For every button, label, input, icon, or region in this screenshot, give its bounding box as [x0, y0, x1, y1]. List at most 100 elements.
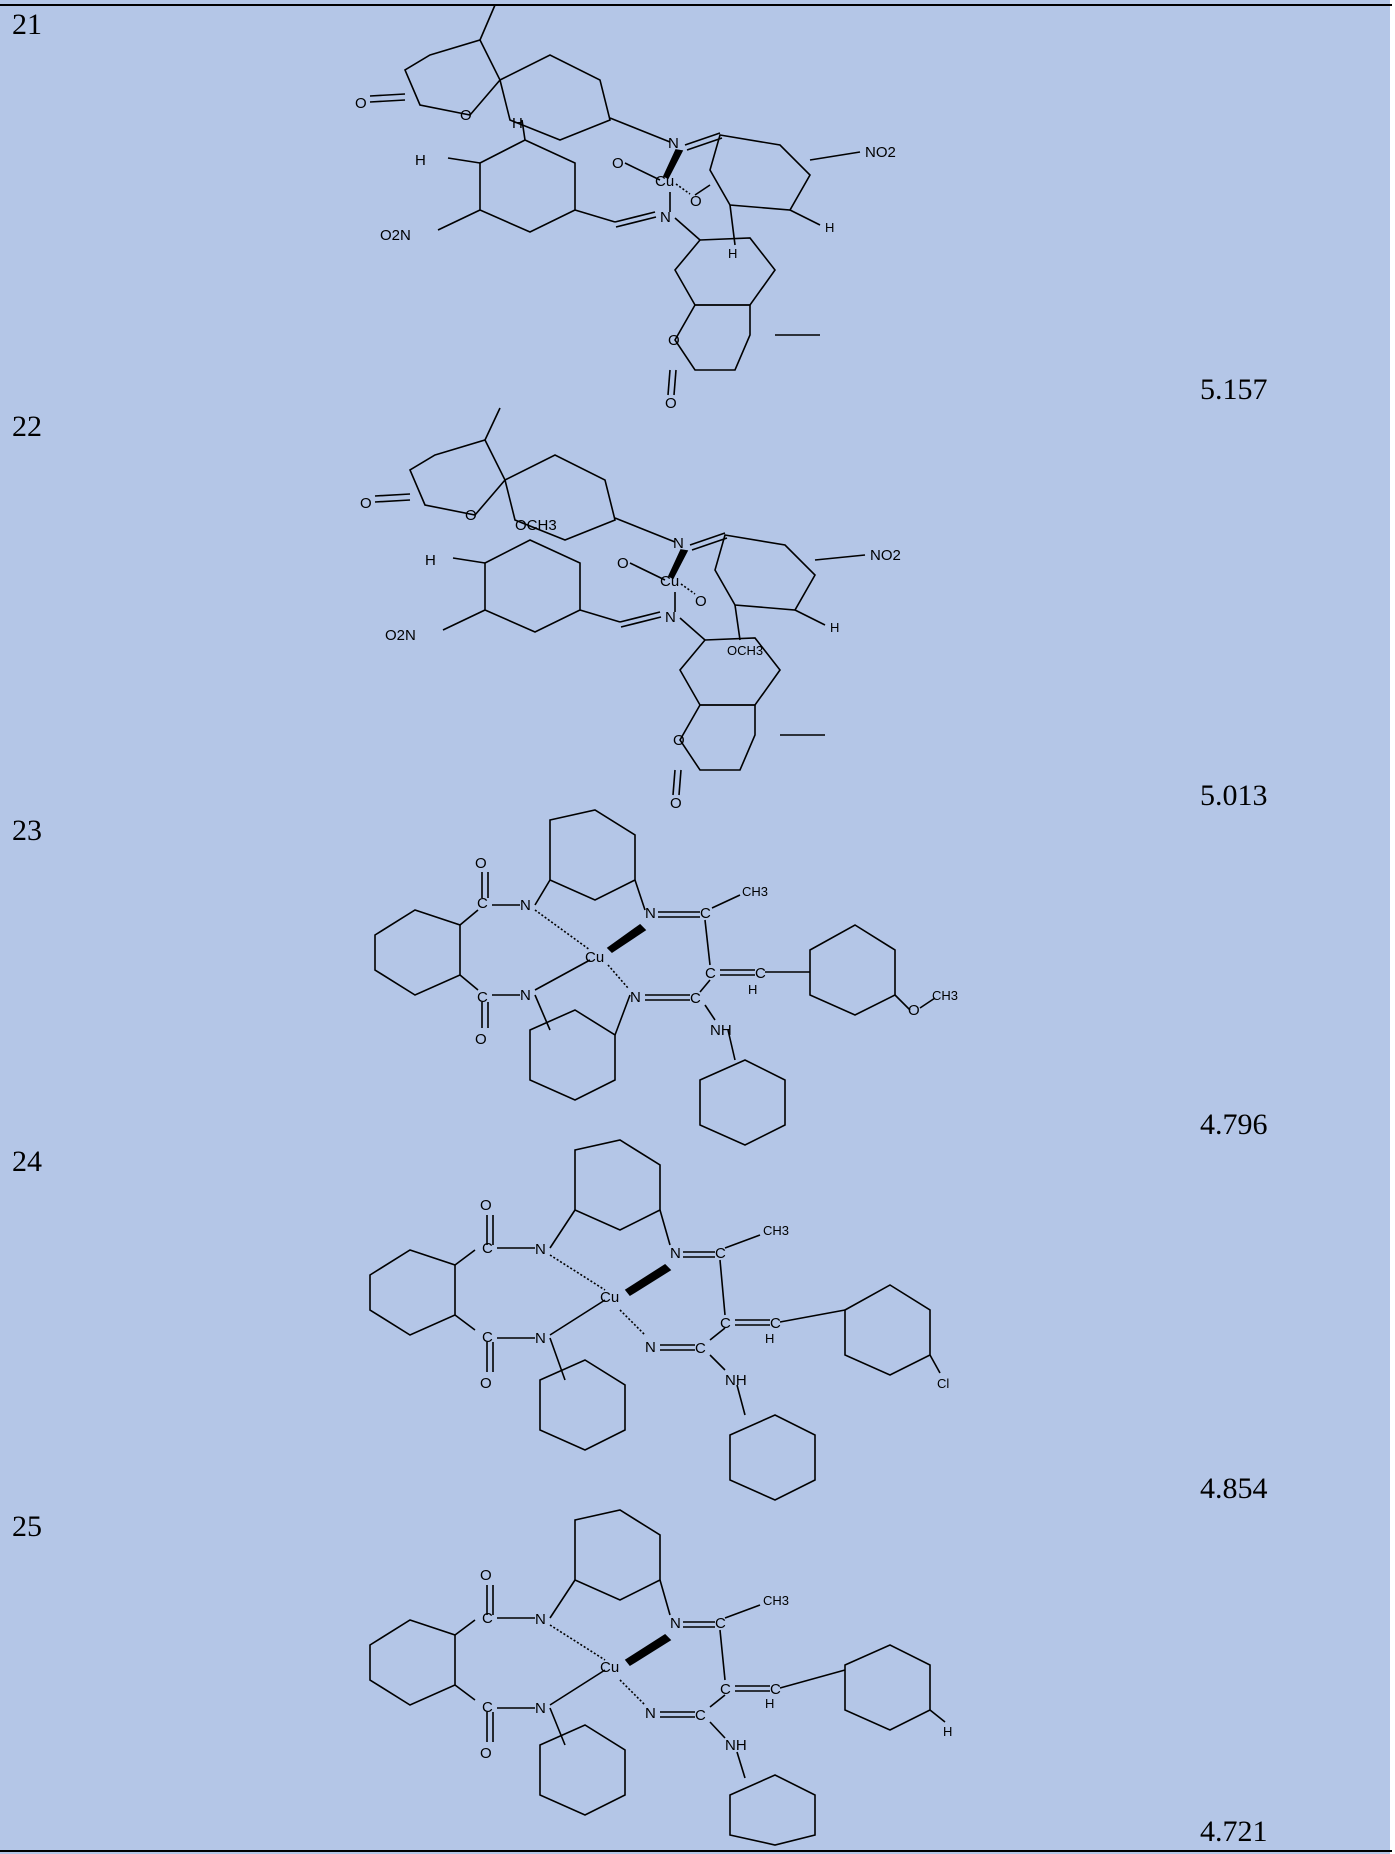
row-number-25: 25	[12, 1510, 42, 1543]
phenylene-top-ring	[549, 809, 636, 901]
label-cu: Cu	[600, 1659, 619, 1676]
phthaloyl-benzene-ring	[369, 1249, 456, 1336]
label-c-imine-bottom: C	[695, 1340, 706, 1357]
label-o-bottom: O	[480, 1375, 492, 1392]
label-nh: NH	[725, 1737, 747, 1754]
label-n-bottom-left: N	[520, 987, 531, 1004]
label-ch3: CH3	[742, 884, 768, 899]
label-och3-top: OCH3	[515, 517, 557, 534]
label-h-left: H	[425, 552, 436, 569]
label-n-top-right: N	[645, 905, 656, 922]
structure-24: O C N N C CH3 Cu C O N N C C C H NH Cl	[369, 1139, 949, 1501]
label-cl: Cl	[937, 1376, 949, 1391]
label-n-bottom-right: N	[645, 1705, 656, 1722]
label-o-carbonyl-top: O	[360, 495, 372, 512]
coumarin-top-benzene-ring	[499, 54, 611, 141]
label-o-carbonyl-bottom: O	[670, 795, 682, 810]
salicyl-left-ring	[479, 139, 576, 233]
phenylene-bottom-ring	[539, 1724, 626, 1816]
coumarin-bottom-pyranone-ring	[674, 304, 751, 371]
structure-25: O C N N C CH3 Cu C O N N C C C H NH H	[369, 1509, 952, 1846]
label-o-right: O	[695, 593, 707, 610]
label-o-top: O	[480, 1567, 492, 1584]
methyl-top-bond	[479, 4, 496, 41]
label-o-top: O	[475, 855, 487, 872]
label-h-top: H	[512, 115, 523, 132]
label-n-top-left: N	[535, 1241, 546, 1258]
phenylene-top-ring	[574, 1509, 661, 1601]
structure-21: O O H H N O Cu O N NO2 H H O2N O O	[355, 4, 896, 410]
anilino-phenyl-ring	[729, 1774, 816, 1846]
coumarin-top-pyranone-ring	[408, 439, 506, 516]
label-c-vinyl-h: C	[755, 965, 766, 982]
label-o-left: O	[612, 155, 624, 172]
label-nh: NH	[710, 1022, 732, 1039]
label-n-top-left: N	[520, 897, 531, 914]
label-o-ring-bottom: O	[668, 332, 680, 349]
label-h-vinyl: H	[748, 982, 757, 997]
anilino-phenyl-ring	[729, 1414, 816, 1501]
structure-22: O O OCH3 H N O Cu O N NO2 H OCH3 O2N O O	[360, 407, 901, 810]
coumarin-top-benzene-ring	[504, 454, 616, 541]
aryl-ring	[844, 1644, 931, 1731]
label-ch3: CH3	[763, 1593, 789, 1608]
label-h-right: H	[830, 620, 839, 635]
label-o-ring-bottom: O	[673, 732, 685, 749]
label-c-imine-bottom: C	[690, 990, 701, 1007]
label-n-top-right: N	[670, 1615, 681, 1632]
label-h-aryl: H	[943, 1724, 952, 1739]
phthaloyl-benzene-ring	[374, 909, 461, 996]
methoxyphenyl-ring	[809, 924, 896, 1016]
coumarin-bottom-benzene-ring	[674, 237, 776, 306]
label-c-imine-bottom: C	[695, 1707, 706, 1724]
table-bottom-rule	[0, 1850, 1392, 1852]
label-no2-right: NO2	[870, 547, 901, 564]
phenylene-bottom-ring	[539, 1359, 626, 1451]
label-c-bottom: C	[482, 1699, 493, 1716]
label-n-lower: N	[660, 209, 671, 226]
label-n-bottom-left: N	[535, 1700, 546, 1717]
label-o-ring-top: O	[460, 107, 472, 124]
label-nh: NH	[725, 1372, 747, 1389]
label-n-lower: N	[665, 609, 676, 626]
label-och3-bottom: OCH3	[727, 643, 763, 658]
label-n-top-right: N	[670, 1245, 681, 1262]
label-n-upper: N	[668, 135, 679, 152]
label-c-imine-top: C	[715, 1245, 726, 1262]
row-number-22: 22	[12, 410, 42, 443]
label-h-bottom-right: H	[728, 246, 737, 261]
coumarin-bottom-pyranone-ring	[679, 704, 756, 771]
aryl-n-bond-top	[609, 117, 671, 143]
label-c-vinyl: C	[705, 965, 716, 982]
label-c-top: C	[477, 895, 488, 912]
label-o2n-left: O2N	[380, 227, 411, 244]
row-number-23: 23	[12, 814, 42, 847]
label-c-bottom: C	[477, 989, 488, 1006]
chlorophenyl-ring	[844, 1284, 931, 1376]
label-c-bottom: C	[482, 1329, 493, 1346]
salicyl-right-ring	[709, 134, 811, 211]
salicyl-left-ring	[484, 539, 581, 633]
coumarin-top-pyranone-ring	[403, 39, 501, 116]
label-n-top-left: N	[535, 1611, 546, 1628]
label-o-top: O	[480, 1197, 492, 1214]
row-value-25: 4.721	[1200, 1815, 1268, 1848]
row-value-23: 4.796	[1200, 1108, 1268, 1141]
label-o-ring-top: O	[465, 507, 477, 524]
label-h-left: H	[415, 152, 426, 169]
structure-23: O C N N C CH3 Cu C O N N C C C H NH O CH…	[374, 809, 958, 1146]
label-c-top: C	[482, 1610, 493, 1627]
phenylene-top-ring	[574, 1139, 661, 1231]
label-n-bottom-left: N	[535, 1330, 546, 1347]
label-h-vinyl: H	[765, 1696, 774, 1711]
anilino-phenyl-ring	[699, 1059, 786, 1146]
label-o-carbonyl-top: O	[355, 95, 367, 112]
phenylene-bottom-ring	[529, 1009, 616, 1101]
label-ch3: CH3	[763, 1223, 789, 1238]
label-n-bottom-right: N	[645, 1339, 656, 1356]
row-number-24: 24	[12, 1145, 42, 1178]
label-c-vinyl: C	[720, 1681, 731, 1698]
table-top-rule	[0, 4, 1392, 6]
label-c-imine-top: C	[715, 1615, 726, 1632]
label-c-vinyl: C	[720, 1315, 731, 1332]
